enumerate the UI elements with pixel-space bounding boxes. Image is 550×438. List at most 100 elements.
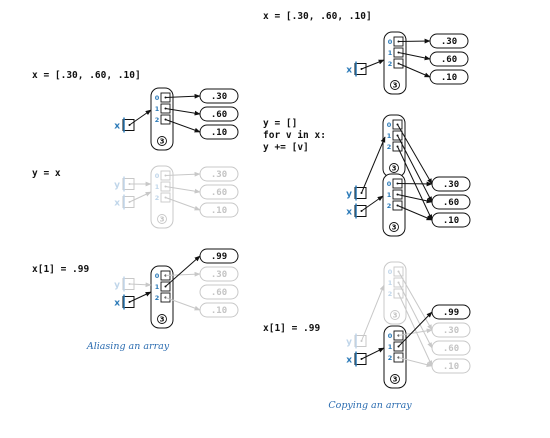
element-reference-arrow <box>398 52 431 61</box>
variable-name: y <box>114 281 120 291</box>
array-index-label: 1 <box>387 191 392 199</box>
array-index-label: 0 <box>388 332 393 340</box>
variable-name: y <box>346 338 352 348</box>
code-line: for v in x: <box>263 130 326 141</box>
value-text: .30 <box>211 270 227 280</box>
left-step3-code: x[1] = .99 <box>32 264 89 275</box>
variable-reference-arrow <box>129 291 152 303</box>
array-index-label: 1 <box>388 343 393 351</box>
value-text: .30 <box>211 92 227 102</box>
variable-name: y <box>114 181 120 191</box>
code-line: x[1] = .99 <box>263 323 320 334</box>
value-capsule <box>199 284 239 300</box>
length-circle <box>390 374 400 384</box>
value-text: .60 <box>443 198 459 208</box>
value-text: .10 <box>211 306 227 316</box>
value-text: .30 <box>211 170 227 180</box>
figure-caption: Aliasing an array <box>86 341 170 352</box>
value-text: .60 <box>211 110 227 120</box>
array-index-label: 1 <box>155 105 160 113</box>
array-length: 3 <box>392 224 397 232</box>
variable-name: x <box>114 199 120 209</box>
code-line: x = [.30, .60, .10] <box>263 11 372 22</box>
value-text: .10 <box>443 362 459 372</box>
code-line: x[1] = .99 <box>32 264 89 275</box>
element-reference-arrow <box>397 124 433 185</box>
element-reference-arrow <box>397 181 433 187</box>
value-text: .10 <box>441 73 457 83</box>
code-line: y = x <box>32 168 61 179</box>
array-index-label: 1 <box>155 183 160 191</box>
array-index-label: 0 <box>155 272 160 280</box>
element-reference-arrow <box>397 135 433 203</box>
value-text: .60 <box>211 288 227 298</box>
array-index-label: 2 <box>387 143 392 151</box>
variable-name: x <box>346 208 352 218</box>
length-circle <box>389 163 399 173</box>
array-index-label: 2 <box>155 116 160 124</box>
array-index-label: 0 <box>155 94 160 102</box>
value-text: .10 <box>443 216 459 226</box>
array-length: 3 <box>160 316 165 324</box>
left-step2-code: y = x <box>32 168 61 179</box>
element-reference-arrow <box>398 38 431 44</box>
array-index-label: 0 <box>388 38 393 46</box>
element-reference-arrow <box>398 63 431 78</box>
code-line: y = [] <box>263 118 297 129</box>
value-text: .99 <box>443 308 459 318</box>
array-index-label: 2 <box>388 290 393 298</box>
element-reference-arrow <box>398 357 433 367</box>
value-text: .60 <box>443 344 459 354</box>
element-reference-arrow <box>398 311 433 347</box>
variable-name: x <box>346 356 352 366</box>
element-reference-arrow <box>398 328 433 336</box>
element-reference-arrow <box>397 194 433 204</box>
array-index-label: 0 <box>387 180 392 188</box>
element-reference-arrow <box>165 186 201 194</box>
array-index-label: 0 <box>388 268 393 276</box>
element-reference-arrow <box>165 119 201 133</box>
array-index-label: 1 <box>155 283 160 291</box>
element-reference-arrow <box>398 282 433 349</box>
array-index-label: 0 <box>387 121 392 129</box>
array-length: 3 <box>393 376 398 384</box>
array-length: 3 <box>160 138 165 146</box>
element-reference-arrow <box>165 171 201 177</box>
variable-name: x <box>114 122 120 132</box>
code-line: x = [.30, .60, .10] <box>32 70 141 81</box>
right-step3-code: x[1] = .99 <box>263 323 320 334</box>
length-circle <box>389 222 399 232</box>
value-text: .60 <box>441 55 457 65</box>
array-index-label: 2 <box>387 202 392 210</box>
variable-reference-arrow <box>129 282 152 288</box>
right-step2-code: y = []for v in x: y += [v] <box>263 118 326 153</box>
left-step1-code: x = [.30, .60, .10] <box>32 70 141 81</box>
right-step1-code: x = [.30, .60, .10] <box>263 11 372 22</box>
figure-caption: Copying an array <box>328 400 412 411</box>
array-index-label: 2 <box>388 60 393 68</box>
length-circle <box>390 310 400 320</box>
right-caption: Copying an array <box>328 400 412 411</box>
array-length: 3 <box>392 165 397 173</box>
variable-name: y <box>346 190 352 200</box>
value-text: .30 <box>443 326 459 336</box>
code-line: y += [v] <box>263 142 309 153</box>
length-circle <box>157 314 167 324</box>
variable-reference-arrow <box>361 347 385 360</box>
array-index-label: 2 <box>155 294 160 302</box>
length-circle <box>157 136 167 146</box>
variable-reference-arrow <box>361 195 384 212</box>
element-reference-arrow <box>398 271 433 331</box>
value-text: .60 <box>211 188 227 198</box>
variable-reference-arrow <box>361 59 385 70</box>
array-length: 3 <box>160 216 165 224</box>
element-reference-arrow <box>165 255 201 287</box>
element-reference-arrow <box>165 271 201 277</box>
